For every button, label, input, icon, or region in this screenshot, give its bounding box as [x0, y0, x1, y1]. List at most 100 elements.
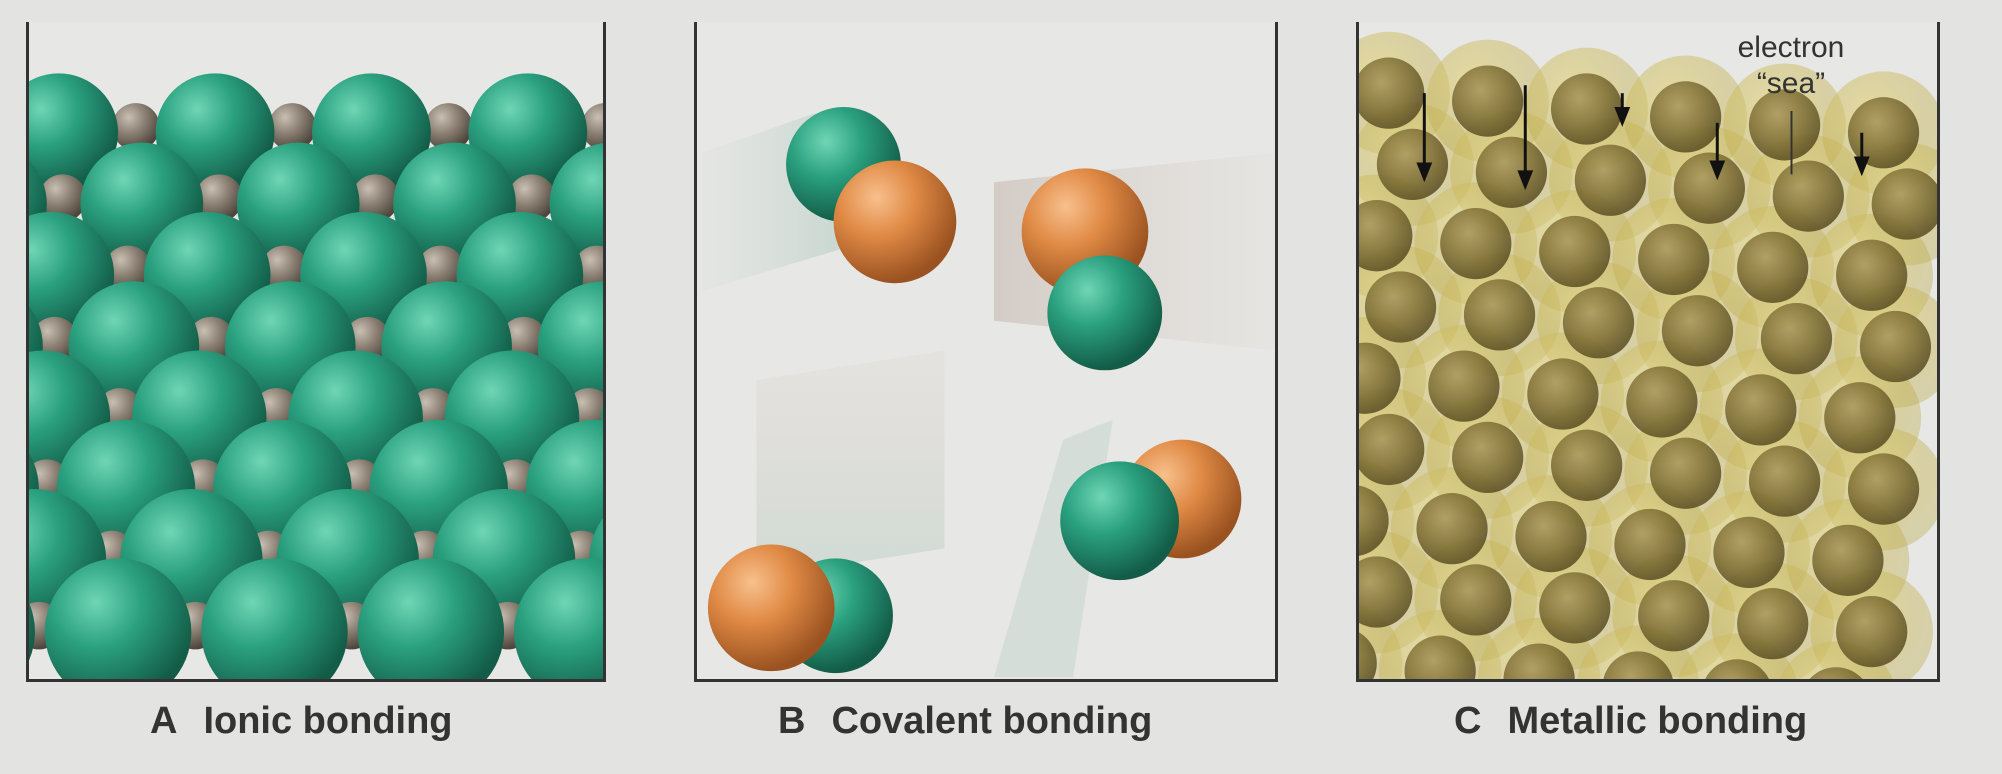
orange-atom	[707, 544, 835, 672]
green-ion	[29, 73, 119, 193]
covalent-caption: B Covalent bonding	[778, 700, 1152, 750]
metal-ion	[1440, 207, 1512, 280]
gray-ion	[104, 245, 152, 294]
metal-ion	[1574, 144, 1647, 216]
green-ion	[357, 558, 505, 679]
ionic-title: Ionic bonding	[203, 700, 453, 742]
green-ion	[29, 602, 35, 661]
metal-ion	[1626, 366, 1698, 438]
metal-ion	[1871, 168, 1937, 240]
metal-ion	[1603, 651, 1673, 679]
metal-ion	[1737, 231, 1809, 303]
metal-ion	[1527, 358, 1599, 430]
metal-ion	[1614, 508, 1686, 581]
metal-ion	[1661, 295, 1734, 367]
gray-ion	[416, 245, 465, 294]
gray-ion	[351, 174, 400, 222]
covalent-bonding-panel	[694, 22, 1278, 682]
panel-letter-c: C	[1454, 700, 1482, 742]
gray-ion	[195, 174, 243, 222]
covalent-molecules	[701, 107, 1275, 678]
motion-trail	[756, 350, 945, 579]
metal-ion	[1748, 89, 1821, 161]
metal-ion	[1705, 659, 1769, 679]
metal-ion	[1649, 81, 1722, 153]
metal-ion	[1737, 588, 1809, 660]
metal-ion	[1359, 556, 1413, 628]
metal-ion	[1847, 453, 1920, 525]
metal-ion	[1359, 200, 1413, 272]
metallic-bonding-panel	[1356, 22, 1940, 682]
covalent-title: Covalent bonding	[831, 700, 1153, 742]
metal-ion	[1515, 500, 1587, 573]
gray-ion	[424, 103, 473, 151]
metal-ion	[1359, 485, 1389, 556]
metal-ion	[1638, 223, 1710, 296]
metal-ion	[1376, 128, 1449, 201]
green-ion	[513, 558, 603, 679]
green-ion	[201, 558, 348, 679]
down-arrow-icon	[1709, 122, 1726, 181]
gray-ion	[507, 174, 556, 222]
metal-ion	[1359, 57, 1425, 129]
metal-ion	[1649, 437, 1722, 509]
metal-ion	[1673, 152, 1745, 224]
metal-ion	[1539, 215, 1611, 288]
metal-ion	[1772, 160, 1844, 232]
metal-ion	[1760, 302, 1833, 375]
metal-ion	[1812, 524, 1884, 596]
metal-ion	[1824, 382, 1896, 454]
metal-ion	[1847, 97, 1920, 169]
molecule	[786, 107, 957, 284]
green-atom	[1047, 255, 1163, 371]
metal-ion	[1836, 239, 1908, 311]
molecule	[707, 544, 893, 674]
metal-ion	[1463, 279, 1536, 351]
metal-ion	[1364, 271, 1437, 343]
metal-ion	[1452, 65, 1524, 137]
panel-letter-a: A	[150, 700, 178, 742]
ionic-lattice	[29, 73, 603, 679]
panel-letter-b: B	[778, 700, 806, 742]
electron-sea-line2: “sea”	[1756, 67, 1826, 100]
electron-sea-label: electron “sea”	[1716, 30, 1866, 102]
metallic-caption: C Metallic bonding	[1454, 700, 1807, 750]
gray-ion	[268, 103, 316, 151]
metal-ion	[1359, 342, 1401, 414]
metal-ion	[1440, 564, 1512, 636]
metallic-title: Metallic bonding	[1507, 700, 1808, 742]
metal-ion	[1638, 580, 1710, 652]
gray-ion	[112, 103, 160, 151]
orange-atom	[833, 160, 957, 284]
down-arrow-icon	[1614, 93, 1631, 127]
gray-ion	[260, 245, 309, 294]
metal-ion	[1551, 429, 1623, 501]
molecule	[1060, 439, 1242, 581]
green-atom	[1060, 461, 1179, 581]
down-arrow-icon	[1517, 85, 1534, 191]
metal-ion	[1562, 287, 1635, 359]
metallic-lattice	[1359, 31, 1937, 679]
metal-ion	[1452, 421, 1524, 494]
ionic-caption: A Ionic bonding	[150, 700, 453, 750]
metal-ion	[1503, 643, 1575, 679]
gray-ion	[38, 174, 87, 222]
metal-ion	[1551, 73, 1623, 145]
metal-ion	[1428, 350, 1500, 422]
metal-ion	[1359, 413, 1425, 486]
metal-ion	[1748, 445, 1821, 517]
metal-ion	[1539, 572, 1611, 644]
metal-ion	[1359, 632, 1377, 679]
ionic-bonding-panel	[26, 22, 606, 682]
metal-ion	[1475, 136, 1548, 208]
metal-ion	[1836, 595, 1908, 668]
green-ion	[44, 558, 192, 679]
down-arrow-icon	[1853, 132, 1870, 177]
electron-sea-line1: electron	[1737, 31, 1845, 64]
molecule	[1021, 168, 1163, 371]
metal-ion	[1416, 493, 1488, 565]
metal-ion	[1809, 667, 1863, 679]
metal-ion	[1859, 310, 1932, 383]
metal-ion	[1404, 635, 1476, 679]
